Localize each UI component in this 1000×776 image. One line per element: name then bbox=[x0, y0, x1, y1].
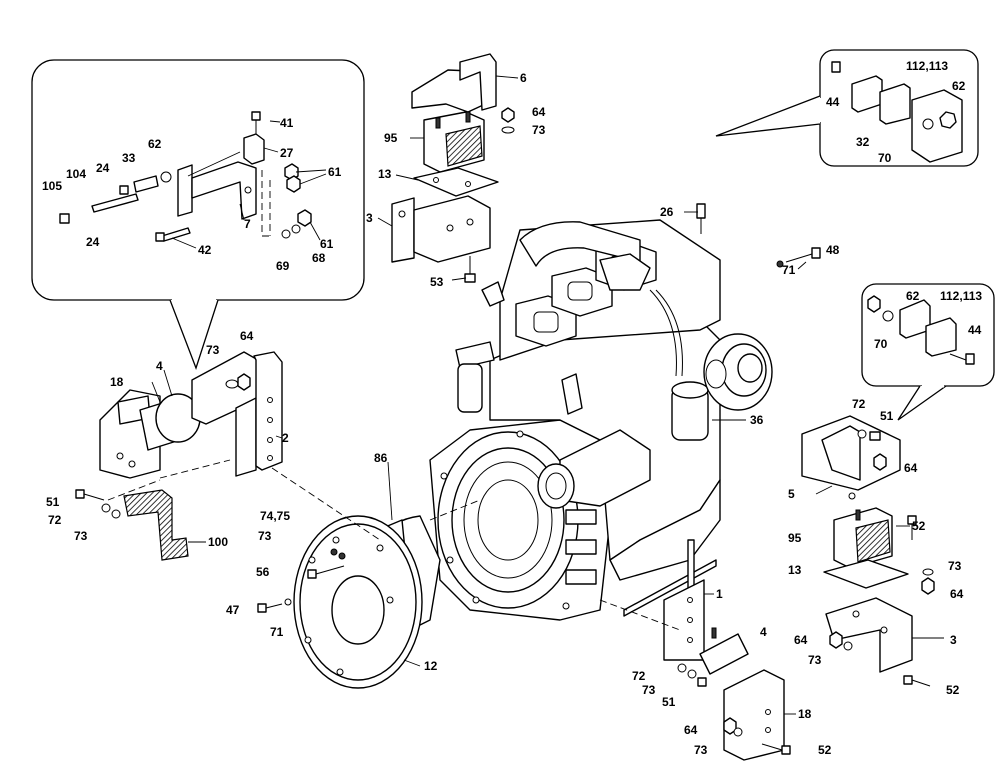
label-72: 72 bbox=[632, 669, 646, 683]
engine-block bbox=[429, 203, 773, 621]
label-13: 13 bbox=[788, 563, 802, 577]
leader-lines bbox=[151, 75, 944, 715]
label-51: 51 bbox=[46, 495, 60, 509]
label-64: 64 bbox=[794, 633, 808, 647]
label-7: 7 bbox=[244, 217, 251, 231]
label-68: 68 bbox=[312, 251, 326, 265]
label-32: 32 bbox=[856, 135, 870, 149]
label-73: 73 bbox=[694, 743, 708, 757]
label-112-113: 112,113 bbox=[940, 289, 982, 303]
label-70: 70 bbox=[874, 337, 888, 351]
label-73: 73 bbox=[532, 123, 546, 137]
label-61: 61 bbox=[320, 237, 334, 251]
label-69: 69 bbox=[276, 259, 290, 273]
callout-top-right bbox=[715, 49, 979, 167]
label-105: 105 bbox=[42, 179, 62, 193]
label-12: 12 bbox=[424, 659, 438, 673]
label-6: 6 bbox=[520, 71, 527, 85]
label-27: 27 bbox=[280, 146, 294, 160]
callout-pin-parts bbox=[59, 111, 312, 242]
label-47: 47 bbox=[226, 603, 240, 617]
top-mount-assembly bbox=[391, 53, 515, 283]
label-48: 48 bbox=[826, 243, 840, 257]
label-18: 18 bbox=[110, 375, 124, 389]
label-73: 73 bbox=[948, 559, 962, 573]
label-64: 64 bbox=[904, 461, 918, 475]
label-41: 41 bbox=[280, 116, 294, 130]
label-62: 62 bbox=[906, 289, 920, 303]
part-labels: 41 27 62 33 24 104 105 24 61 7 61 42 69 … bbox=[42, 59, 982, 757]
label-51: 51 bbox=[662, 695, 676, 709]
left-mount-assembly bbox=[75, 351, 283, 561]
label-72: 72 bbox=[48, 513, 62, 527]
label-73: 73 bbox=[808, 653, 822, 667]
label-64: 64 bbox=[684, 723, 698, 737]
label-61: 61 bbox=[328, 165, 342, 179]
label-3: 3 bbox=[366, 211, 373, 225]
label-18: 18 bbox=[798, 707, 812, 721]
flywheel-assembly bbox=[257, 467, 481, 689]
label-51: 51 bbox=[880, 409, 894, 423]
bottom-mount-assembly bbox=[599, 539, 791, 761]
label-74-75: 74,75 bbox=[260, 509, 290, 523]
label-112-113: 112,113 bbox=[906, 59, 948, 73]
label-72: 72 bbox=[852, 397, 866, 411]
label-4: 4 bbox=[760, 625, 767, 639]
label-73: 73 bbox=[258, 529, 272, 543]
label-64: 64 bbox=[240, 329, 254, 343]
label-52: 52 bbox=[946, 683, 960, 697]
callout-right-middle bbox=[861, 283, 995, 421]
label-36: 36 bbox=[750, 413, 764, 427]
label-62: 62 bbox=[952, 79, 966, 93]
label-24: 24 bbox=[96, 161, 110, 175]
label-33: 33 bbox=[122, 151, 136, 165]
label-104: 104 bbox=[66, 167, 86, 181]
label-3: 3 bbox=[950, 633, 957, 647]
label-64: 64 bbox=[532, 105, 546, 119]
label-73: 73 bbox=[74, 529, 88, 543]
label-13: 13 bbox=[378, 167, 392, 181]
label-73: 73 bbox=[206, 343, 220, 357]
label-64: 64 bbox=[950, 587, 964, 601]
label-95: 95 bbox=[384, 131, 398, 145]
label-52: 52 bbox=[818, 743, 832, 757]
label-62: 62 bbox=[148, 137, 162, 151]
label-1: 1 bbox=[716, 587, 723, 601]
callout-bracket-detail bbox=[31, 59, 365, 370]
label-86: 86 bbox=[374, 451, 388, 465]
label-4: 4 bbox=[156, 359, 163, 373]
label-71: 71 bbox=[270, 625, 284, 639]
label-70: 70 bbox=[878, 151, 892, 165]
label-42: 42 bbox=[198, 243, 212, 257]
label-26: 26 bbox=[660, 205, 674, 219]
label-5: 5 bbox=[788, 487, 795, 501]
label-53: 53 bbox=[430, 275, 444, 289]
label-44: 44 bbox=[826, 95, 840, 109]
label-44: 44 bbox=[968, 323, 982, 337]
bolt-48 bbox=[776, 247, 821, 268]
label-73: 73 bbox=[642, 683, 656, 697]
label-56: 56 bbox=[256, 565, 270, 579]
right-mount-assembly bbox=[801, 415, 935, 687]
label-2: 2 bbox=[282, 431, 289, 445]
label-95: 95 bbox=[788, 531, 802, 545]
label-71: 71 bbox=[782, 263, 796, 277]
label-100: 100 bbox=[208, 535, 228, 549]
label-52: 52 bbox=[912, 519, 926, 533]
label-24: 24 bbox=[86, 235, 100, 249]
